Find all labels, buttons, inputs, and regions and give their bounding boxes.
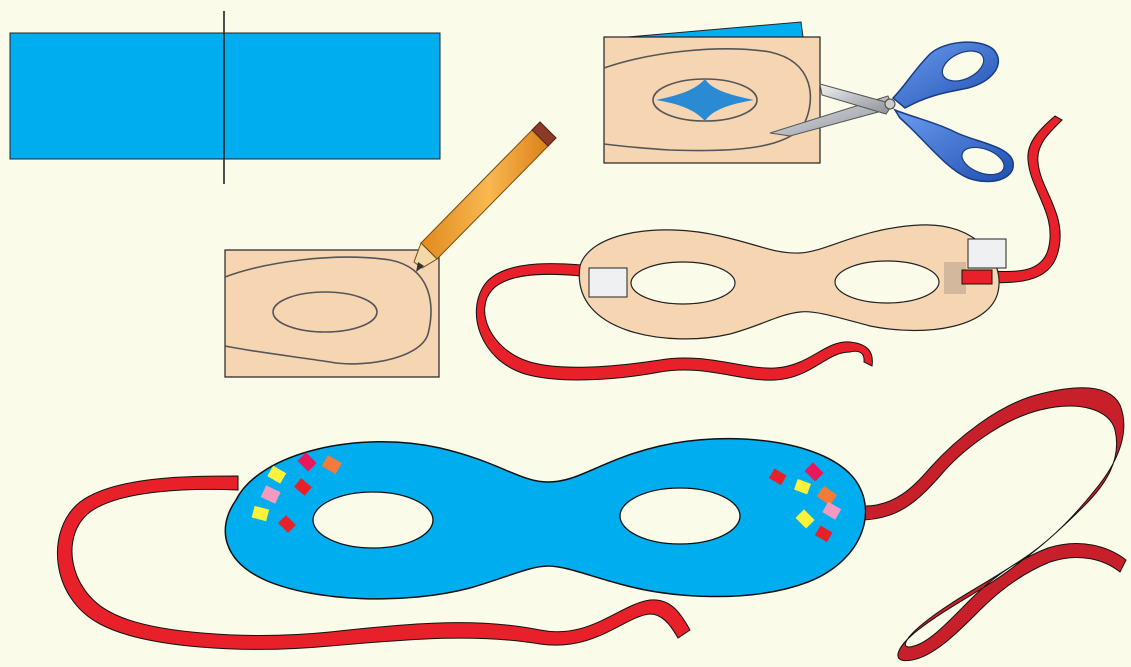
blue-mask-right-eye	[620, 488, 740, 544]
step-3-cut-shape	[604, 22, 1013, 181]
step-2-draw-outline	[225, 122, 556, 377]
skin-paper-sheet	[225, 250, 439, 377]
skin-mask-right-eye	[835, 261, 939, 303]
step-1-folded-paper	[10, 11, 440, 184]
tape-piece-right	[968, 239, 1006, 268]
ribbon-end-right	[962, 270, 992, 284]
blue-mask-left-eye	[313, 492, 433, 548]
skin-mask-left-eye	[631, 262, 735, 304]
big-ribbon-right	[860, 388, 1126, 661]
step-5-decorated-mask	[57, 388, 1126, 661]
tape-piece-left	[589, 268, 627, 297]
blue-paper-sheet	[10, 33, 440, 159]
